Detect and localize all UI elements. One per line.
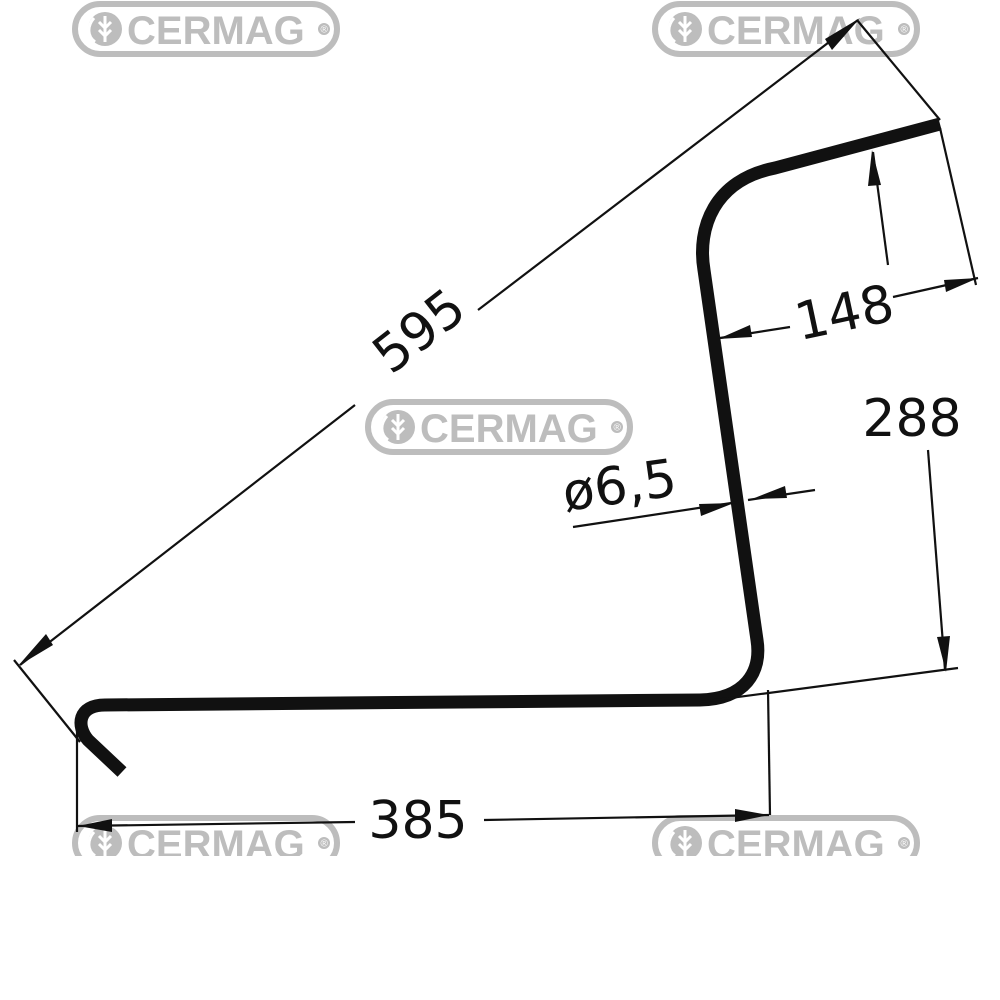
extension-line	[13, 659, 81, 743]
arrowhead	[752, 486, 787, 499]
dimension-line	[77, 820, 356, 828]
dimension-label-385: 385	[368, 791, 467, 851]
arrowhead	[699, 503, 734, 516]
arrowhead	[18, 634, 53, 666]
watermark-registered-mark: ®	[321, 25, 329, 36]
extension-line	[766, 689, 772, 816]
dimension-label-148: 148	[790, 274, 900, 353]
dimension-line	[19, 404, 356, 666]
arrowhead	[944, 278, 978, 292]
watermark-registered-mark: ®	[901, 839, 909, 850]
watermark-registered-mark: ®	[614, 423, 622, 434]
watermark-logo-top-left: CERMAG ®	[75, 4, 337, 54]
dimension-line	[926, 449, 947, 671]
dimension-288: 288	[699, 150, 962, 704]
extension-line	[856, 19, 941, 121]
dimension-line	[483, 813, 770, 822]
dimension-label-595: 595	[362, 277, 477, 385]
watermark-brand-text: CERMAG	[420, 407, 598, 451]
arrowhead	[825, 18, 860, 50]
watermark-brand-text: CERMAG	[127, 9, 305, 53]
arrowhead	[868, 150, 881, 186]
watermark-logo-center: CERMAG ®	[368, 402, 630, 452]
spring-wire	[74, 117, 942, 777]
extension-line	[938, 127, 978, 286]
arrowhead	[937, 636, 950, 672]
watermark-logo-top-right: CERMAG ®	[655, 4, 917, 54]
dimension-385: 385	[75, 689, 772, 851]
dimension-line	[477, 19, 859, 311]
dimension-wire-diameter: ø6,5	[559, 448, 816, 529]
watermark-registered-mark: ®	[901, 25, 909, 36]
dimension-595: 595	[13, 18, 941, 743]
watermark-brand-text: CERMAG	[707, 9, 885, 53]
dimension-148: 148	[718, 127, 979, 353]
watermark-registered-mark: ®	[321, 839, 329, 850]
extension-line	[699, 666, 959, 704]
bottom-mask	[0, 856, 1000, 1000]
arrowhead	[735, 809, 769, 822]
arrowhead	[718, 325, 752, 339]
dimension-label-288: 288	[862, 389, 961, 449]
arrowhead	[78, 819, 112, 832]
